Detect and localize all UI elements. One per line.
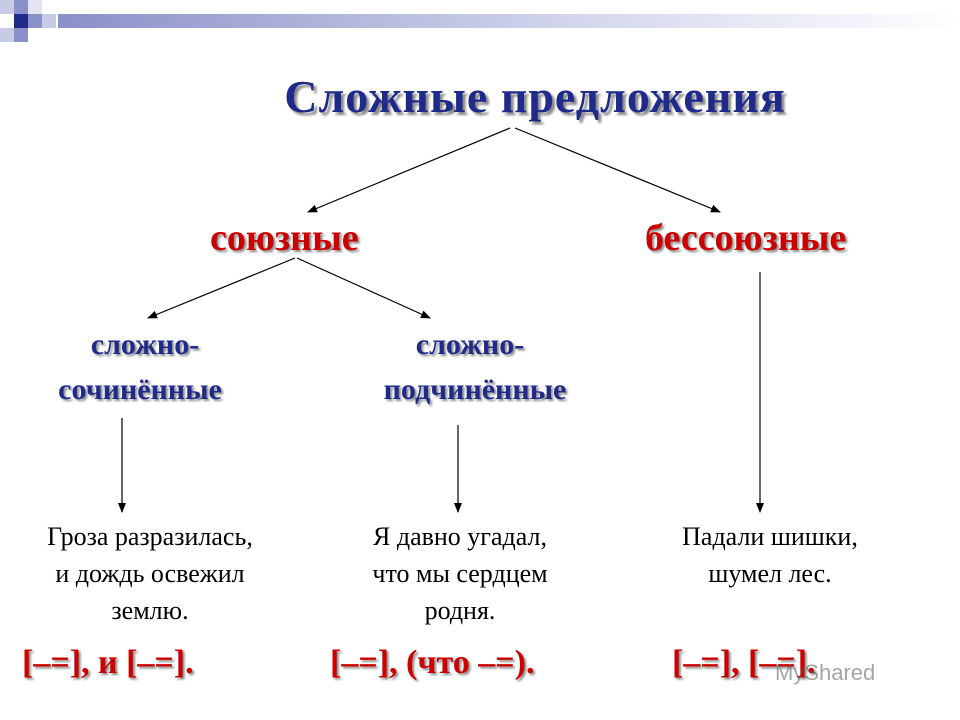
corner-decoration	[0, 0, 960, 42]
example-complex: Я давно угадал, что мы сердцем родня.	[320, 518, 600, 629]
subtype-complex-part1: сложно-	[415, 328, 525, 361]
subtype-complex-part2: подчинённые	[383, 373, 567, 406]
example-compound: Гроза разразилась, и дождь освежил землю…	[10, 518, 290, 629]
scheme-compound: [–=], и [–=].	[22, 644, 194, 681]
example-compound-line: Гроза разразилась,	[47, 522, 253, 551]
example-complex-line: родня.	[424, 596, 496, 625]
scheme-nonunion: [–=], [–=].	[672, 644, 816, 681]
scheme-complex: [–=], (что –=).	[330, 644, 535, 681]
arrow-union-to-complex	[296, 257, 431, 319]
example-nonunion: Падали шишки, шумел лес.	[630, 518, 910, 592]
subtype-compound-part1: сложно-	[90, 328, 200, 361]
subtype-compound-part2: сочинённые	[58, 373, 222, 406]
example-complex-line: что мы сердцем	[372, 559, 548, 588]
arrow-title-to-nonunion	[514, 127, 721, 213]
example-compound-line: землю.	[111, 596, 189, 625]
arrow-title-to-union	[307, 127, 511, 213]
arrow-union-to-compound	[147, 257, 296, 319]
example-nonunion-line: шумел лес.	[708, 559, 832, 588]
branch-nonunion: бессоюзные	[645, 217, 847, 259]
example-nonunion-line: Падали шишки,	[682, 522, 858, 551]
watermark: MyShared	[775, 660, 876, 685]
example-compound-line: и дождь освежил	[55, 559, 245, 588]
branch-union: союзные	[210, 217, 359, 259]
example-complex-line: Я давно угадал,	[373, 522, 547, 551]
diagram-title: Сложные предложения	[284, 71, 786, 122]
